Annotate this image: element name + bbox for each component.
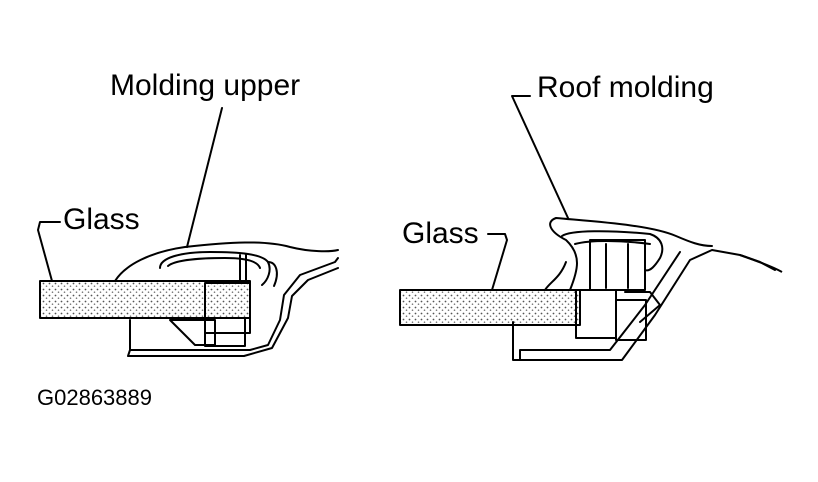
- right-clip-block: [575, 289, 617, 339]
- left-clip-block: [204, 282, 251, 334]
- left-molding-upper: [114, 241, 339, 282]
- right-glass-leader: [487, 233, 508, 291]
- left-body-bracket: [129, 257, 339, 351]
- left-molding-leader: [186, 107, 223, 248]
- right-glass-label: Glass: [402, 217, 479, 250]
- figure-code: G02863889: [37, 385, 152, 410]
- right-glass-pane: [399, 289, 581, 326]
- right-roof-molding: [549, 217, 713, 291]
- right-molding-label: Roof molding: [537, 71, 714, 104]
- left-glass-pane: [39, 280, 251, 319]
- left-molding-label: Molding upper: [110, 69, 301, 102]
- left-glass-label: Glass: [63, 203, 140, 236]
- left-glass-leader: [37, 221, 61, 282]
- right-molding-leader: [511, 95, 569, 219]
- left-section: [37, 107, 339, 357]
